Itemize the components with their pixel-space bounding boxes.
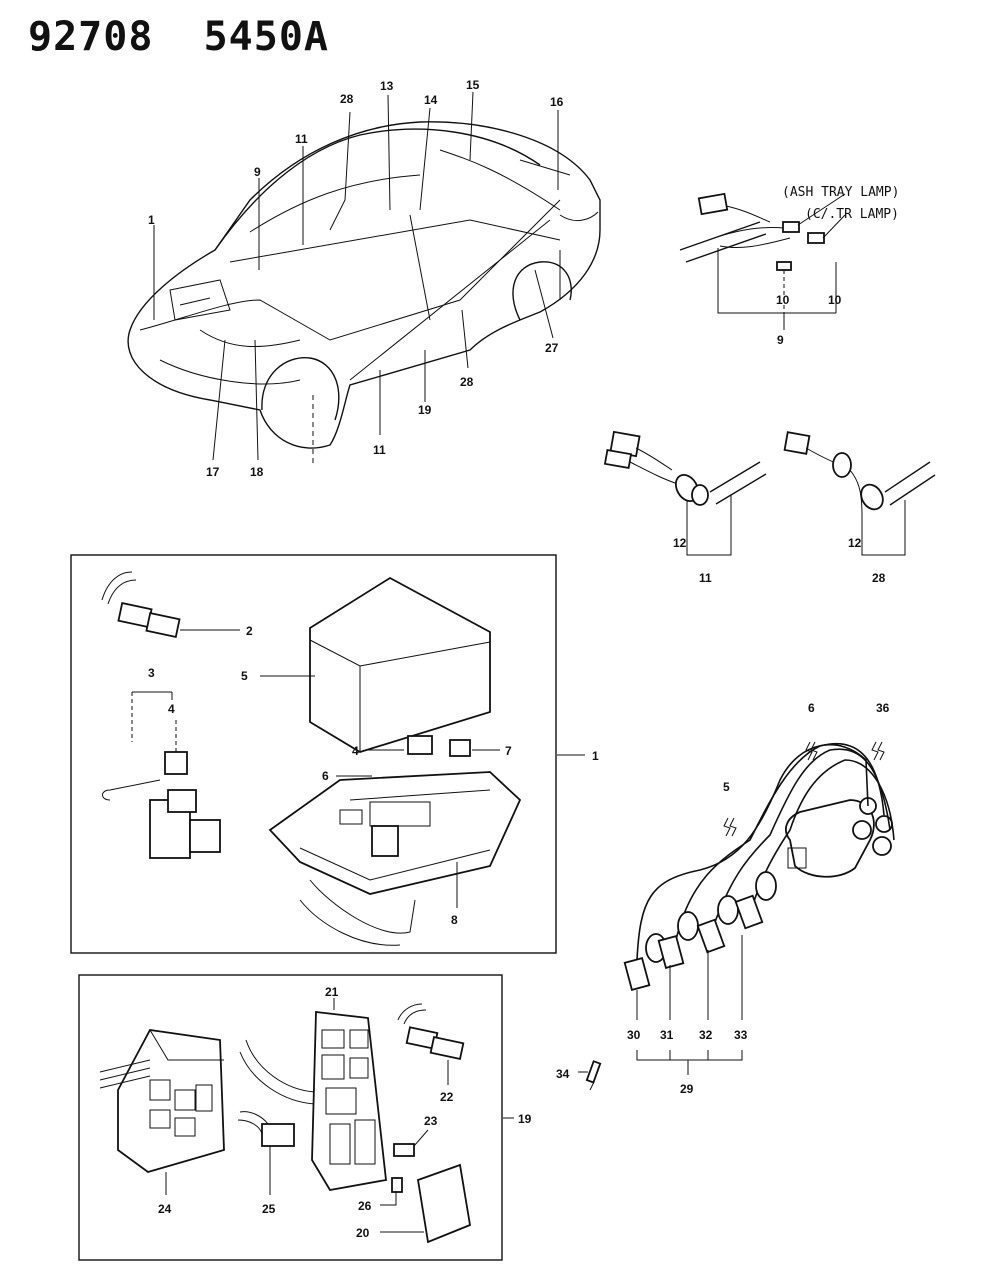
callout-socket-12-left: 12 [673, 536, 687, 550]
bulb-socket-details: 12 11 12 28 [603, 430, 936, 585]
callout-fb-2: 2 [246, 624, 253, 638]
ignition-cable-set: 6 36 5 30 31 32 33 29 34 [556, 701, 895, 1096]
callout-fb-4-left: 4 [168, 702, 175, 716]
callout-car-28-bottom: 28 [460, 375, 474, 389]
callout-car-28-top: 28 [340, 92, 354, 106]
callout-ig-32: 32 [699, 1028, 713, 1042]
callout-car-11-top: 11 [295, 132, 308, 146]
callout-car-27: 27 [545, 341, 559, 355]
callout-car-11-bottom: 11 [373, 443, 386, 457]
fuse-box-panel: 2 3 4 5 [70, 554, 599, 954]
callout-ig-6: 6 [808, 701, 815, 715]
callout-socket-28: 28 [872, 571, 886, 585]
callout-ig-30: 30 [627, 1028, 641, 1042]
callout-ig-31: 31 [660, 1028, 674, 1042]
callout-fb-1: 1 [592, 749, 599, 763]
lamp-harness-detail: (ASH TRAY LAMP) (C/.TR LAMP) 10 10 9 [679, 185, 899, 347]
junction-block-panel: 24 25 21 22 [78, 974, 532, 1261]
callout-lamp-10-left: 10 [776, 293, 790, 307]
callout-jb-26: 26 [358, 1199, 372, 1213]
callout-lamp-10-right: 10 [828, 293, 842, 307]
callout-jb-25: 25 [262, 1202, 276, 1216]
ctr-lamp-note: (C/.TR LAMP) [805, 207, 899, 222]
callout-ig-5: 5 [723, 780, 730, 794]
callout-ig-36: 36 [876, 701, 890, 715]
callout-fb-5: 5 [241, 669, 248, 683]
callout-jb-22: 22 [440, 1090, 454, 1104]
callout-car-16: 16 [550, 95, 564, 109]
callout-car-1: 1 [148, 213, 155, 227]
callout-car-14: 14 [424, 93, 438, 107]
callout-lamp-9: 9 [777, 333, 784, 347]
callout-fb-6: 6 [322, 769, 329, 783]
callout-car-13: 13 [380, 79, 394, 93]
callout-jb-24: 24 [158, 1202, 172, 1216]
car-wiring-overview: 1 9 11 28 13 14 15 16 27 28 19 11 17 18 [127, 78, 601, 479]
callout-jb-19: 19 [518, 1112, 532, 1126]
callout-socket-11: 11 [699, 571, 712, 585]
callout-fb-3: 3 [148, 666, 155, 680]
callout-ig-33: 33 [734, 1028, 748, 1042]
ash-tray-lamp-note: (ASH TRAY LAMP) [782, 185, 899, 200]
callout-fb-4-right: 4 [352, 744, 359, 758]
callout-car-15: 15 [466, 78, 480, 92]
callout-jb-20: 20 [356, 1226, 370, 1240]
diagram-header: 92708 5450A [28, 14, 329, 60]
callout-fb-8: 8 [451, 913, 458, 927]
catalog-code: 92708 [28, 14, 154, 60]
callout-jb-23: 23 [424, 1114, 438, 1128]
callout-car-9: 9 [254, 165, 261, 179]
callout-jb-21: 21 [325, 985, 339, 999]
callout-socket-12-right: 12 [848, 536, 862, 550]
figure-code: 5450A [203, 14, 330, 60]
callout-car-19: 19 [418, 403, 432, 417]
callout-ig-29: 29 [680, 1082, 694, 1096]
callout-car-17: 17 [206, 465, 220, 479]
callout-car-18: 18 [250, 465, 264, 479]
callout-fb-7: 7 [505, 744, 512, 758]
callout-ig-34: 34 [556, 1067, 570, 1081]
